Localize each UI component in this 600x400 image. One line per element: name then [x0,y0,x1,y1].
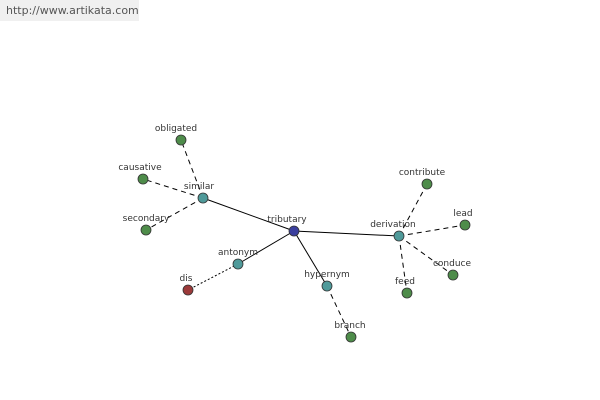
edge-similar-secondary [145,197,204,231]
word-node-feed-dot[interactable] [401,287,413,299]
word-node-secondary-label[interactable]: secondary [123,214,170,224]
center-node-tributary-label[interactable]: tributary [267,215,307,225]
edge-tributary-hypernym [293,230,328,287]
word-node-dis-dot[interactable] [182,284,194,296]
edge-derivation-conduce [398,235,454,276]
edge-derivation-feed [398,235,408,294]
edge-similar-obligated [180,139,204,199]
relation-node-derivation-dot[interactable] [393,230,405,242]
word-node-contribute-dot[interactable] [421,178,433,190]
edge-derivation-lead [398,224,466,237]
edge-derivation-contribute [398,183,428,237]
edge-similar-causative [142,178,204,199]
relation-node-hypernym-label[interactable]: hypernym [304,270,350,280]
relation-node-similar-label[interactable]: similar [184,182,214,192]
word-node-obligated-dot[interactable] [175,134,187,146]
relation-node-derivation-label[interactable]: derivation [370,220,416,230]
word-node-contribute-label[interactable]: contribute [399,168,446,178]
edge-tributary-derivation [293,230,400,237]
word-node-branch-label[interactable]: branch [334,321,365,331]
edge-tributary-similar [202,197,295,232]
relation-node-hypernym-dot[interactable] [321,280,333,292]
relation-node-similar-dot[interactable] [197,192,209,204]
word-node-branch-dot[interactable] [345,331,357,343]
word-node-causative-dot[interactable] [137,173,149,185]
word-node-conduce-dot[interactable] [447,269,459,281]
word-node-feed-label[interactable]: feed [395,277,415,287]
word-node-lead-dot[interactable] [459,219,471,231]
site-url[interactable]: http://www.artikata.com [6,4,139,17]
url-banner: http://www.artikata.com [0,0,139,21]
word-node-causative-label[interactable]: causative [118,163,162,173]
word-node-secondary-dot[interactable] [140,224,152,236]
center-node-tributary-dot[interactable] [288,225,300,237]
relation-node-antonym-label[interactable]: antonym [218,248,258,258]
edge-tributary-antonym [237,230,295,265]
relation-node-antonym-dot[interactable] [232,258,244,270]
word-node-obligated-label[interactable]: obligated [155,124,197,134]
edge-antonym-dis [187,263,239,291]
word-node-dis-label[interactable]: dis [180,274,193,284]
word-node-conduce-label[interactable]: conduce [433,259,472,269]
edge-hypernym-branch [326,285,352,338]
word-node-lead-label[interactable]: lead [453,209,472,219]
